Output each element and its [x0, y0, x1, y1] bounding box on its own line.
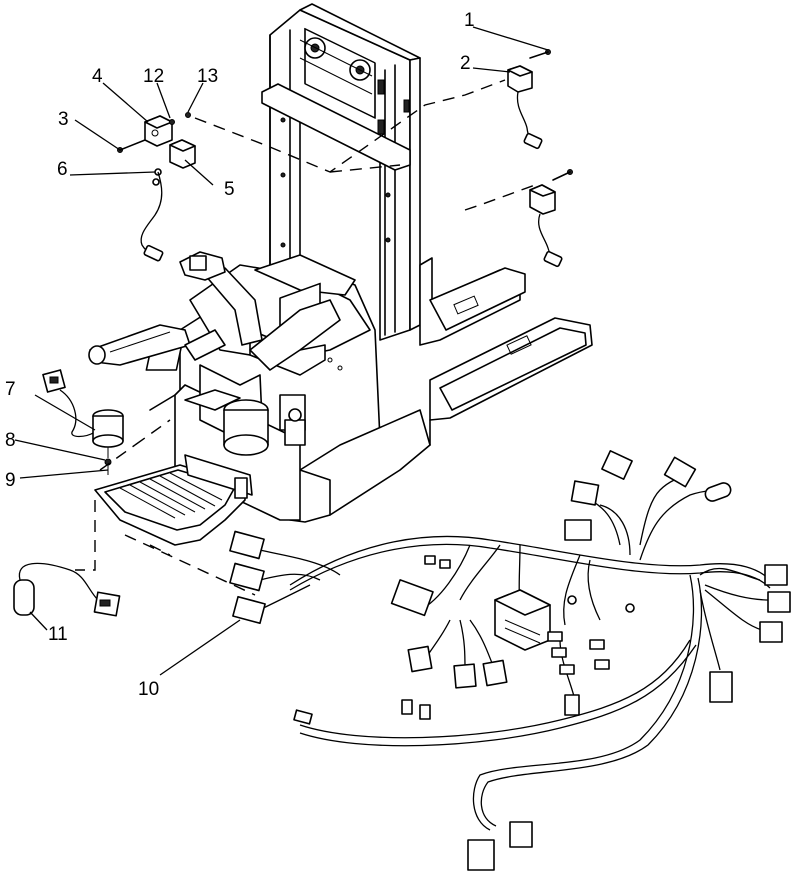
battery-panel — [94, 454, 253, 546]
connector-top-right-cluster — [564, 450, 732, 541]
callout-leaders — [14, 26, 549, 676]
part-11-capacitor — [13, 562, 121, 617]
part-4-bracket — [144, 115, 173, 147]
callout-4: 4 — [92, 66, 103, 87]
callout-5: 5 — [224, 179, 235, 200]
connector-right-cluster — [709, 564, 791, 703]
callout-3: 3 — [58, 109, 69, 130]
part-5-switch — [169, 139, 196, 169]
mast-assembly — [261, 3, 421, 341]
callout-11: 11 — [48, 624, 68, 645]
callout-9: 9 — [5, 470, 16, 491]
callout-6: 6 — [57, 159, 68, 180]
callout-labels: 1 2 3 4 5 6 7 8 9 10 11 12 13 — [5, 10, 475, 700]
callout-7: 7 — [5, 379, 16, 400]
part-2-second-switch — [529, 169, 573, 268]
callout-8: 8 — [5, 430, 16, 451]
callout-1: 1 — [464, 10, 475, 31]
connector-left-3 — [232, 595, 266, 625]
forks — [419, 257, 593, 446]
connector-left-1 — [229, 530, 265, 560]
connector-cluster-mid-1 — [407, 645, 508, 689]
part-2-switch — [507, 49, 551, 150]
part-7-horn — [42, 369, 124, 475]
connector-bottom — [467, 821, 533, 871]
dashed-assembly-lines — [75, 79, 536, 596]
main-wiring-harness — [229, 450, 791, 871]
part-12-13-nuts — [169, 112, 191, 125]
connector-small-left — [293, 699, 431, 725]
connector-left-2 — [229, 562, 265, 592]
callout-2: 2 — [460, 53, 471, 74]
connector-small-terminals — [424, 555, 635, 613]
callout-10: 10 — [138, 679, 159, 700]
part-3-screw — [117, 139, 146, 153]
connector-cluster-mid-2 — [547, 631, 610, 716]
callout-13: 13 — [197, 66, 218, 87]
part-6-harness — [140, 168, 164, 262]
tiller-arm — [88, 251, 341, 371]
connector-center-large — [494, 589, 551, 651]
callout-12: 12 — [143, 66, 164, 87]
connector-center-left — [390, 579, 434, 617]
